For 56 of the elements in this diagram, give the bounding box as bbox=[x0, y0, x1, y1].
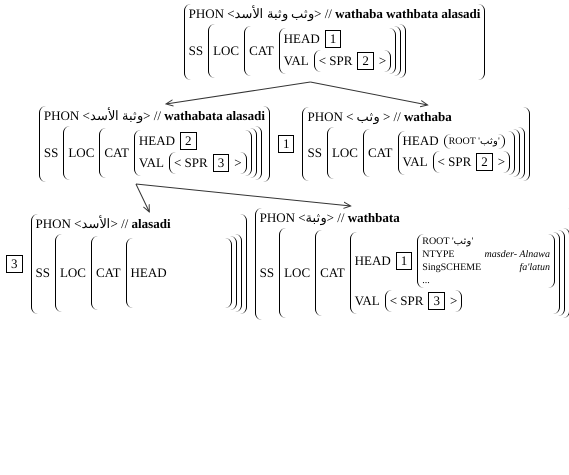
index-tag: 1 bbox=[396, 252, 412, 270]
feature-label: > bbox=[450, 293, 458, 309]
feature-label: ROOT 'وثب' bbox=[448, 136, 500, 146]
feature-label: < SPR bbox=[318, 53, 352, 69]
index-tag: 1 bbox=[324, 30, 342, 48]
feature-label: fa'latun bbox=[519, 262, 550, 273]
attribute-matrix bbox=[314, 50, 392, 72]
index-tag: 2 bbox=[357, 52, 374, 70]
index-tag: 2 bbox=[180, 132, 197, 150]
feature-label: > bbox=[498, 154, 506, 170]
feature-label: > bbox=[234, 155, 242, 171]
feature-label: LOC bbox=[60, 265, 86, 281]
feature-label: SS bbox=[188, 43, 204, 59]
index-tag: 3 bbox=[428, 292, 445, 310]
feature-label: > bbox=[378, 53, 386, 69]
index-tag: 3 bbox=[212, 154, 230, 172]
feature-label: VAL bbox=[354, 293, 380, 309]
index-tag: 3 bbox=[6, 255, 22, 273]
feature-label: ROOT 'وثب' bbox=[422, 236, 474, 247]
feature-label: SingSCHEME bbox=[422, 262, 482, 273]
attribute-matrix bbox=[384, 290, 462, 312]
feature-label: masder- Alnawa bbox=[484, 249, 550, 260]
feature-label: HEAD bbox=[138, 133, 176, 149]
index-tag: 2 bbox=[476, 153, 493, 171]
arrow bbox=[165, 82, 311, 107]
feature-label: < SPR bbox=[390, 293, 424, 309]
arrow bbox=[135, 184, 352, 209]
feature-label: CAT bbox=[249, 43, 274, 59]
feature-label: VAL bbox=[284, 53, 309, 69]
attribute-matrix bbox=[432, 151, 510, 173]
feature-label: LOC bbox=[68, 145, 94, 161]
feature-label: CAT bbox=[368, 145, 392, 161]
feature-label: NTYPE bbox=[422, 249, 455, 260]
feature-label: CAT bbox=[104, 145, 129, 161]
feature-label: SS bbox=[307, 145, 322, 161]
feature-label: LOC bbox=[213, 43, 240, 59]
feature-label: VAL bbox=[138, 155, 164, 171]
arrow bbox=[135, 184, 150, 212]
feature-label: CAT bbox=[96, 265, 121, 281]
feature-label: HEAD bbox=[402, 133, 439, 149]
feature-label: HEAD bbox=[284, 31, 320, 47]
feature-label: LOC bbox=[284, 265, 310, 281]
feature-label: < SPR bbox=[174, 155, 208, 171]
feature-label: HEAD bbox=[130, 265, 167, 281]
feature-label: SS bbox=[260, 265, 274, 281]
feature-label: LOC bbox=[332, 145, 358, 161]
feature-label: < SPR bbox=[438, 154, 472, 170]
feature-label: HEAD bbox=[354, 253, 391, 269]
feature-label: VAL bbox=[402, 154, 428, 170]
index-tag: 1 bbox=[278, 135, 294, 153]
attribute-matrix bbox=[168, 152, 247, 174]
feature-label: ... bbox=[422, 275, 430, 286]
feature-label: CAT bbox=[320, 265, 345, 281]
feature-label: SS bbox=[36, 265, 50, 281]
feature-label: SS bbox=[44, 145, 58, 161]
arrow bbox=[310, 82, 428, 108]
